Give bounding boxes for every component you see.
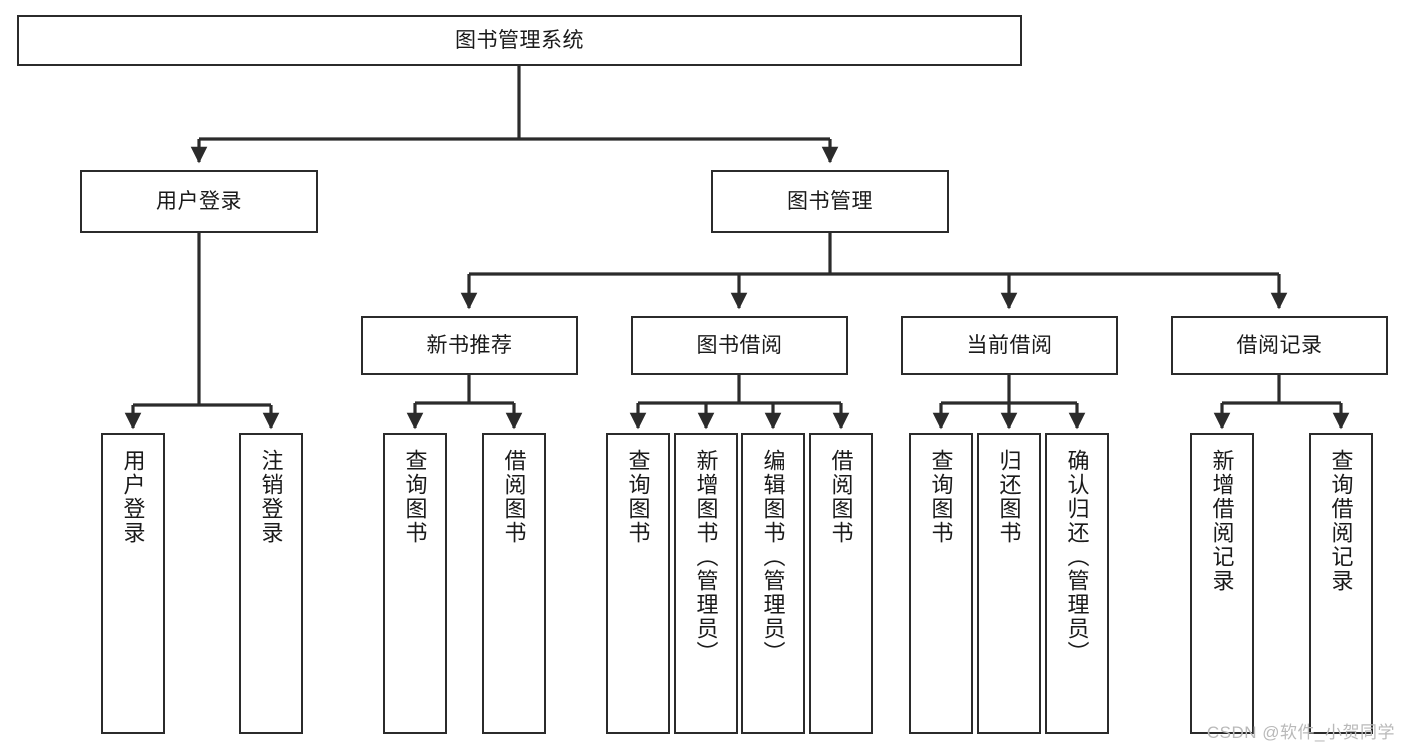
node-leaf-borrow-book-1[interactable]: 借阅图书 xyxy=(482,433,546,734)
node-leaf-query-record[interactable]: 查询借阅记录 xyxy=(1309,433,1373,734)
node-label: 确认归还（管理员） xyxy=(1064,449,1090,665)
node-label: 编辑图书（管理员） xyxy=(760,449,786,665)
node-leaf-query-book-3[interactable]: 查询图书 xyxy=(909,433,973,734)
node-new-book-recommend[interactable]: 新书推荐 xyxy=(361,316,578,375)
node-label: 用户登录 xyxy=(156,189,242,213)
node-leaf-borrow-book-2[interactable]: 借阅图书 xyxy=(809,433,873,734)
node-leaf-logout-login[interactable]: 注销登录 xyxy=(239,433,303,734)
node-label: 归还图书 xyxy=(996,449,1022,545)
node-label: 查询借阅记录 xyxy=(1328,449,1354,593)
node-label: 借阅图书 xyxy=(501,449,527,545)
node-user-login[interactable]: 用户登录 xyxy=(80,170,318,233)
node-label: 借阅图书 xyxy=(828,449,854,545)
node-label: 注销登录 xyxy=(258,449,284,545)
node-label: 新书推荐 xyxy=(426,333,513,357)
node-label: 图书借阅 xyxy=(696,333,783,357)
node-leaf-confirm-return[interactable]: 确认归还（管理员） xyxy=(1045,433,1109,734)
node-label: 用户登录 xyxy=(120,449,146,545)
node-leaf-return-book[interactable]: 归还图书 xyxy=(977,433,1041,734)
node-root-system[interactable]: 图书管理系统 xyxy=(17,15,1022,66)
node-label: 查询图书 xyxy=(928,449,954,545)
node-current-borrow[interactable]: 当前借阅 xyxy=(901,316,1118,375)
node-leaf-edit-book[interactable]: 编辑图书（管理员） xyxy=(741,433,805,734)
node-label: 新增借阅记录 xyxy=(1209,449,1235,593)
node-label: 新增图书（管理员） xyxy=(693,449,719,665)
node-leaf-query-book-2[interactable]: 查询图书 xyxy=(606,433,670,734)
node-leaf-add-book[interactable]: 新增图书（管理员） xyxy=(674,433,738,734)
node-leaf-add-record[interactable]: 新增借阅记录 xyxy=(1190,433,1254,734)
node-label: 当前借阅 xyxy=(966,333,1053,357)
node-leaf-user-login[interactable]: 用户登录 xyxy=(101,433,165,734)
node-label: 图书管理系统 xyxy=(455,28,584,52)
node-book-manage[interactable]: 图书管理 xyxy=(711,170,949,233)
node-label: 查询图书 xyxy=(402,449,428,545)
node-label: 借阅记录 xyxy=(1236,333,1323,357)
watermark-text: CSDN @软件_小贺同学 xyxy=(1206,723,1395,742)
node-leaf-query-book-1[interactable]: 查询图书 xyxy=(383,433,447,734)
node-borrow-record[interactable]: 借阅记录 xyxy=(1171,316,1388,375)
node-book-borrow[interactable]: 图书借阅 xyxy=(631,316,848,375)
node-label: 图书管理 xyxy=(787,189,873,213)
node-label: 查询图书 xyxy=(625,449,651,545)
